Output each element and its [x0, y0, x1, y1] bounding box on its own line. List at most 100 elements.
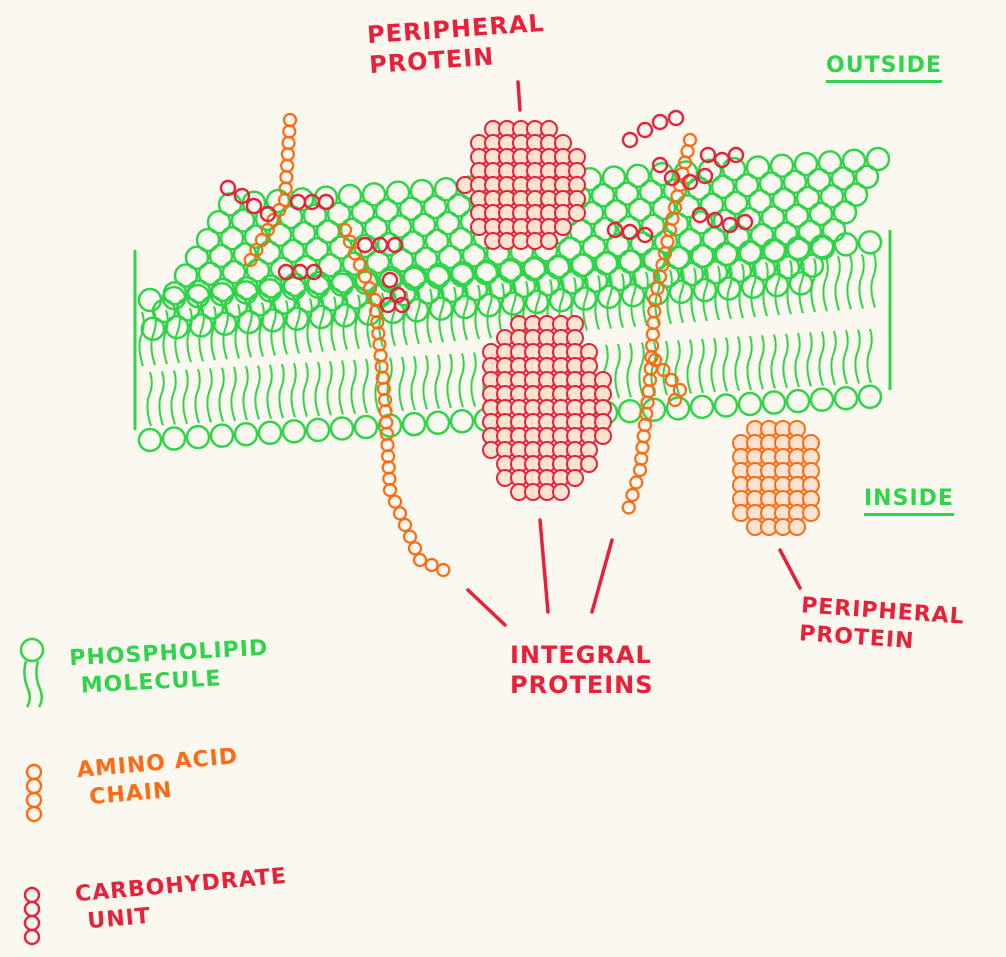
- amino-acid-bead: [684, 134, 696, 146]
- amino-acid-bead: [283, 137, 295, 149]
- phospholipid-head: [547, 256, 569, 278]
- amino-acid-chain-icon: [27, 765, 41, 821]
- phospholipid-head: [763, 392, 785, 414]
- phospholipid-head: [187, 426, 209, 448]
- amino-acid-bead: [637, 442, 649, 454]
- phospholipid-head: [715, 394, 737, 416]
- amino-acid-bead: [682, 145, 694, 157]
- phospholipid-tail: [351, 360, 355, 414]
- carbohydrate-bead: [291, 195, 305, 209]
- phospholipid-tail: [315, 362, 319, 416]
- protein-bead: [555, 219, 571, 235]
- amino-acid-bead: [642, 397, 654, 409]
- phospholipid-tail: [255, 366, 259, 420]
- phospholipid-tail: [231, 367, 235, 421]
- phospholipid-head: [859, 386, 881, 408]
- phospholipid-head: [811, 389, 833, 411]
- phospholipid-head: [430, 298, 452, 320]
- legend-phospholipid-label: PHOSPHOLIPID MOLECULE: [69, 635, 271, 700]
- amino-acid-bead: [639, 419, 651, 431]
- carbohydrate-bead: [669, 111, 683, 125]
- carbohydrate-icon-bead: [25, 902, 39, 916]
- integral-protein-center: [483, 316, 611, 500]
- protein-bead: [581, 456, 597, 472]
- phospholipid-tail: [187, 308, 191, 362]
- protein-bead: [569, 205, 585, 221]
- peripheral-protein-bottom: [733, 421, 819, 535]
- pointer-peripheral-bottom: [780, 550, 800, 588]
- amino-acid-bead: [399, 519, 411, 531]
- phospholipid-tail: [459, 353, 463, 407]
- phospholipid-tail: [747, 336, 751, 390]
- amino-acid-bead: [437, 564, 449, 576]
- protein-bead: [541, 233, 557, 249]
- phospholipid-head: [451, 410, 473, 432]
- pointer-integral-center: [540, 520, 548, 612]
- phospholipid-tail: [339, 360, 343, 414]
- phospholipid-tail: [811, 258, 815, 312]
- phospholipid-tail: [471, 353, 475, 407]
- phospholipid-head: [283, 420, 305, 442]
- phospholipid-head: [787, 390, 809, 412]
- phospholipid-tail: [807, 332, 811, 386]
- phospholipid-head: [451, 264, 473, 286]
- phospholipid-tail: [615, 344, 619, 398]
- phospholipid-head: [715, 243, 737, 265]
- phospholipid-tail: [867, 329, 871, 383]
- phospholipid-tail: [795, 333, 799, 387]
- amino-acid-bead: [414, 554, 426, 566]
- amino-acid-bead: [409, 542, 421, 554]
- phospholipid-tail: [307, 299, 311, 353]
- amino-acid-bead: [662, 236, 674, 248]
- carbohydrate-bead: [638, 123, 652, 137]
- phospholipid-head: [475, 262, 497, 284]
- amino-acid-bead: [282, 148, 294, 160]
- phospholipid-head: [619, 251, 641, 273]
- amino-acid-bead: [644, 374, 656, 386]
- legend-icons: [21, 639, 43, 944]
- phospholipid-head: [139, 429, 161, 451]
- phospholipid-tail: [843, 330, 847, 384]
- phospholipid-icon: [21, 639, 43, 707]
- carbohydrate-bead: [623, 225, 637, 239]
- phospholipid-tail: [363, 359, 367, 413]
- phospholipid-tail: [259, 302, 263, 356]
- phospholipid-tail: [831, 331, 835, 385]
- phospholipid-tail: [447, 354, 451, 408]
- phospholipid-tail: [423, 355, 427, 409]
- phospholipid-tail: [687, 340, 691, 394]
- phospholipid-head: [787, 237, 809, 259]
- amino-acid-icon-bead: [27, 807, 41, 821]
- phospholipid-tail: [183, 370, 187, 424]
- phospholipid-tail: [699, 339, 703, 393]
- phospholipid-tail: [759, 335, 763, 389]
- phospholipid-head: [691, 396, 713, 418]
- phospholipid-tail: [663, 341, 667, 395]
- protein-bead: [803, 505, 819, 521]
- integral-proteins-label: INTEGRAL PROTEINS: [510, 640, 654, 700]
- phospholipid-head: [619, 400, 641, 422]
- phospholipid-tail: [723, 337, 727, 391]
- phospholipid-tail: [207, 368, 211, 422]
- phospholipid-tail: [291, 363, 295, 417]
- phospholipid-tail: [219, 368, 223, 422]
- carbohydrate-bead: [358, 238, 372, 252]
- phospholipid-tail: [279, 364, 283, 418]
- phospholipid-head: [235, 423, 257, 445]
- protein-bead: [789, 519, 805, 535]
- amino-acid-bead: [283, 125, 295, 137]
- amino-acid-bead: [635, 453, 647, 465]
- phospholipid-icon-tail: [24, 661, 29, 707]
- peripheral-protein-top-label: PERIPHERAL PROTEIN: [366, 8, 548, 80]
- phospholipid-head: [478, 294, 500, 316]
- amino-acid-bead: [284, 114, 296, 126]
- amino-acid-bead: [281, 160, 293, 172]
- carbohydrate-bead: [729, 148, 743, 162]
- amino-acid-bead: [630, 477, 642, 489]
- phospholipid-head: [811, 235, 833, 257]
- phospholipid-head: [139, 289, 161, 311]
- phospholipid-tail: [835, 256, 839, 310]
- amino-acid-bead: [389, 496, 401, 508]
- phospholipid-head: [859, 231, 881, 253]
- phospholipid-tail: [139, 312, 143, 366]
